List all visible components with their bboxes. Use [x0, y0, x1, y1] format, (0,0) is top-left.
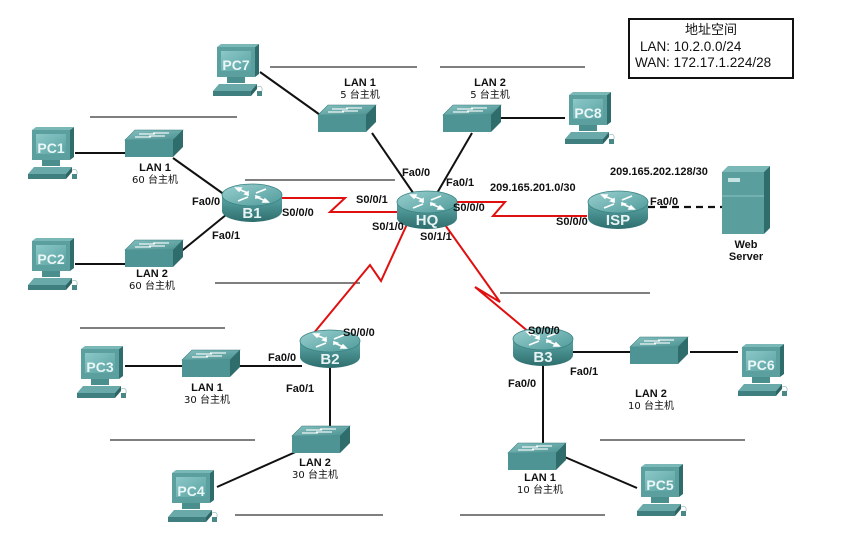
router-hq[interactable]: HQ — [396, 190, 458, 230]
b2-lan2-name: LAN 2 — [299, 457, 331, 469]
b3-lan2-name: LAN 2 — [635, 388, 667, 400]
b3-lan2-hosts: 10 台主机 — [628, 399, 674, 412]
link-hq-isp-serial — [455, 201, 587, 217]
hq-s011-label: S0/1/1 — [420, 231, 452, 243]
link-switch-pc5 — [559, 454, 638, 489]
b3-s000-label: S0/0/0 — [528, 325, 560, 337]
b2-fa00-label: Fa0/0 — [268, 352, 296, 364]
link-hq-b3-serial — [442, 221, 531, 334]
router-b1[interactable]: B1 — [221, 183, 283, 223]
switch-hq-lan1[interactable] — [317, 104, 377, 133]
pc-label: PC1 — [37, 140, 64, 156]
web-server[interactable]: Web Server — [722, 166, 770, 263]
pc-label: PC5 — [646, 477, 673, 493]
router-label: B1 — [242, 205, 261, 222]
link-hq-b2-serial — [312, 221, 409, 335]
pc-8[interactable]: PC8 — [564, 91, 615, 145]
link-switch-hq-fa01 — [432, 132, 473, 201]
drive-bay-icon — [728, 178, 740, 182]
link-switch-hq-fa00 — [371, 132, 419, 201]
switch-b3-lan2[interactable] — [629, 336, 689, 365]
hq-lan1-hosts: 5 台主机 — [340, 88, 380, 101]
b2-lan2-hosts: 30 台主机 — [292, 468, 338, 481]
b3-lan1-name: LAN 1 — [524, 472, 556, 484]
pc-4[interactable]: PC4 — [167, 469, 218, 523]
b1-lan2-name: LAN 2 — [136, 268, 168, 280]
switch-hq-lan2[interactable] — [442, 104, 502, 133]
switch-b2-lan1[interactable] — [181, 349, 241, 378]
b2-s000-label: S0/0/0 — [343, 327, 375, 339]
hq-isp-network-label: 209.165.201.0/30 — [490, 182, 576, 194]
link-switch-pc4 — [216, 449, 301, 488]
b2-fa01-label: Fa0/1 — [286, 383, 314, 395]
b1-fa00-label: Fa0/0 — [192, 196, 220, 208]
link-b1-hq-serial — [280, 197, 412, 213]
link-pc7-switch — [259, 71, 331, 123]
pc-6[interactable]: PC6 — [737, 343, 788, 397]
b1-lan1-hosts: 60 台主机 — [132, 173, 178, 186]
hq-s001-label: S0/0/1 — [356, 194, 388, 206]
pc-label: PC4 — [177, 483, 204, 499]
b3-fa01-label: Fa0/1 — [570, 366, 598, 378]
address-space-box: 地址空间 LAN: 10.2.0.0/24 WAN: 172.17.1.224/… — [628, 18, 794, 79]
b2-lan1-hosts: 30 台主机 — [184, 393, 230, 406]
pc-label: PC2 — [37, 251, 64, 267]
pc-7[interactable]: PC7 — [212, 43, 263, 97]
router-b2[interactable]: B2 — [299, 329, 361, 369]
router-label: B2 — [320, 351, 339, 368]
address-space-title: 地址空间 — [684, 23, 737, 38]
b2-lan1-name: LAN 1 — [191, 382, 223, 394]
wan-address-space: WAN: 172.17.1.224/28 — [635, 55, 772, 70]
pc-1[interactable]: PC1 — [27, 126, 78, 180]
hq-fa00-label: Fa0/0 — [402, 167, 430, 179]
b3-fa00-label: Fa0/0 — [508, 378, 536, 390]
pc-label: PC3 — [86, 359, 113, 375]
switch-b1-lan1[interactable] — [124, 129, 184, 158]
router-isp[interactable]: ISP — [587, 190, 649, 230]
pc-2[interactable]: PC2 — [27, 237, 78, 291]
isp-server-network-label: 209.165.202.128/30 — [610, 166, 708, 178]
hq-lan2-name: LAN 2 — [474, 77, 506, 89]
hq-s000-label: S0/0/0 — [453, 202, 485, 214]
router-label: B3 — [533, 349, 552, 366]
b1-fa01-label: Fa0/1 — [212, 230, 240, 242]
router-label: HQ — [416, 212, 439, 229]
b3-lan1-hosts: 10 台主机 — [517, 483, 563, 496]
answer-lines — [80, 66, 745, 516]
pc-3[interactable]: PC3 — [76, 345, 127, 399]
isp-fa00-label: Fa0/0 — [650, 196, 678, 208]
isp-s000-label: S0/0/0 — [556, 216, 588, 228]
pc-5[interactable]: PC5 — [636, 463, 687, 517]
b1-lan2-hosts: 60 台主机 — [129, 279, 175, 292]
router-b3[interactable]: B3 — [512, 327, 574, 367]
hq-s010-label: S0/1/0 — [372, 221, 404, 233]
pc-label: PC8 — [574, 105, 601, 121]
router-label: ISP — [606, 212, 630, 229]
switch-b3-lan1[interactable] — [507, 442, 567, 471]
b1-lan1-name: LAN 1 — [139, 162, 171, 174]
pc-label: PC6 — [747, 357, 774, 373]
hq-lan1-name: LAN 1 — [344, 77, 376, 89]
hq-lan2-hosts: 5 台主机 — [470, 88, 510, 101]
server-label-line1: Web — [734, 239, 757, 251]
pc-label: PC7 — [222, 57, 249, 73]
b1-s000-label: S0/0/0 — [282, 207, 314, 219]
lan-address-space: LAN: 10.2.0.0/24 — [640, 39, 742, 54]
switch-b2-lan2[interactable] — [291, 425, 351, 454]
hq-fa01-label: Fa0/1 — [446, 177, 474, 189]
switch-b1-lan2[interactable] — [124, 239, 184, 268]
server-label-line2: Server — [729, 251, 764, 263]
